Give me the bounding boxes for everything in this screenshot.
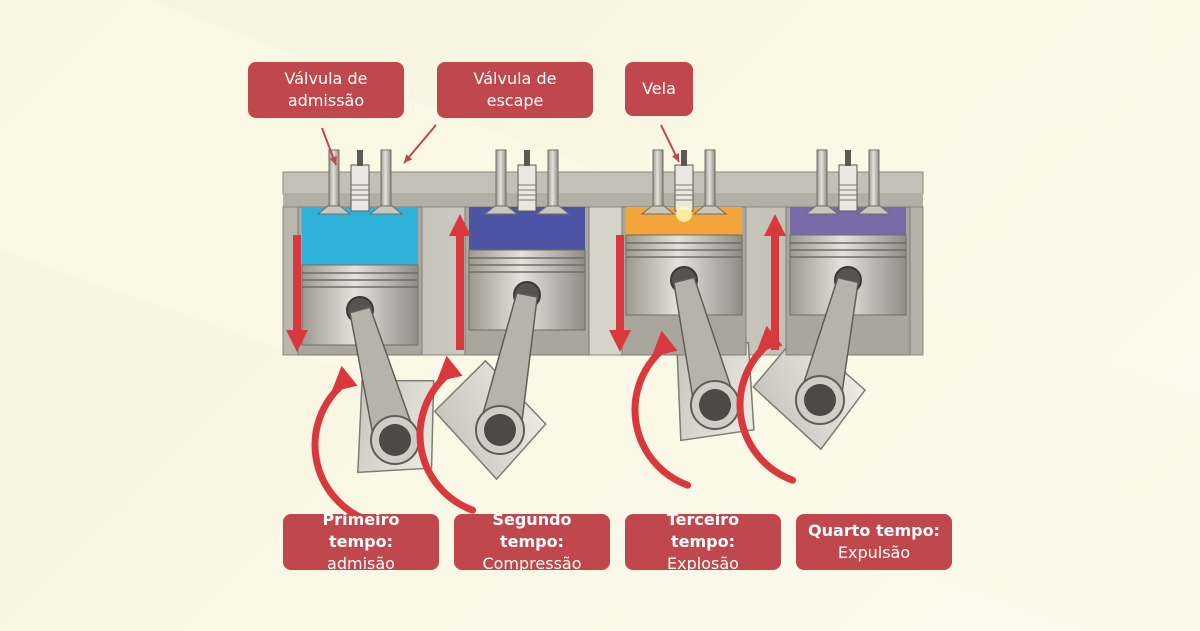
stroke-1-title: Primeiro tempo: [322,510,400,551]
arrow-up-shaft [771,232,779,350]
arrow-down-icon [609,330,631,352]
rotation-arrow [416,370,477,514]
exhaust-valve [380,149,392,211]
rotation-arrowhead-icon [331,365,358,392]
intake-valve [816,149,828,211]
spark-plug-terminal [524,150,530,166]
callout-exhaust-valve: Válvula de escape [437,62,593,118]
spark-flash [676,206,692,222]
intake-valve-head [804,205,840,215]
stroke-label-3: Terceiro tempo: Explosão [625,510,781,573]
callout-pointer-arrowhead-icon [671,153,679,162]
stroke-1-subtitle: admisão [327,554,395,573]
stroke-2-title: Segundo tempo: [492,510,572,551]
intake-valve-head [483,205,519,215]
spark-plug [674,164,694,212]
arrow-up-shaft [456,232,464,350]
stroke-3-subtitle: Explosão [667,554,739,573]
intake-valve-head [640,205,676,215]
rotation-arrowhead-icon [436,355,463,382]
stroke-4-title: Quarto tempo: [808,521,940,540]
rotation-arrow [311,380,372,524]
exhaust-valve [547,149,559,211]
stroke-4-subtitle: Expulsão [837,543,911,562]
head-gasket [283,193,923,207]
crank-journal-hole [484,414,516,446]
intake-valve [495,149,507,211]
stroke-3-title: Terceiro tempo: [666,510,740,551]
arrow-down-shaft [293,235,301,335]
arrow-down-shaft [616,235,624,335]
stroke-label-2: Segundo tempo: Compressão [454,510,610,573]
rotation-arrowhead-icon [756,325,783,352]
combustion-chamber [302,207,418,265]
exhaust-valve-head [692,205,728,215]
exhaust-valve-head [535,205,571,215]
spark-plug-terminal [845,150,851,166]
cylinder-2 [433,149,590,481]
spark-plug-terminal [681,150,687,166]
cylinder-4 [752,149,911,451]
intake-valve [652,149,664,211]
callout-spark-plug-text: Vela [642,79,676,98]
spark-plug-terminal [357,150,363,166]
exhaust-valve-head [856,205,892,215]
intake-valve-head [316,205,352,215]
rotation-arrow [736,340,797,484]
arrow-up-icon [449,214,471,236]
crank-journal-hole [804,384,836,416]
rotation-arrow [631,345,692,489]
exhaust-valve [704,149,716,211]
crank-journal-hole [699,389,731,421]
spark-plug [517,164,537,212]
callout-spark-plug: Vela [625,62,693,116]
stroke-label-1: Primeiro tempo: admisão [283,510,439,573]
callout-pointer-arrowhead-icon [329,156,337,165]
callout-pointer-line [403,124,437,164]
arrow-down-icon [286,330,308,352]
crank-journal-hole [379,424,411,456]
callout-intake-valve-text: Válvula de admissão [284,69,368,110]
cylinder-1 [297,149,435,474]
spark-plug [350,164,370,212]
callout-exhaust-valve-text: Válvula de escape [473,69,557,110]
rotation-arrowhead-icon [651,330,678,357]
callout-intake-valve: Válvula de admissão [248,62,404,118]
stroke-2-subtitle: Compressão [482,554,582,573]
stroke-label-4: Quarto tempo: Expulsão [796,514,952,570]
exhaust-valve [868,149,880,211]
spark-plug [838,164,858,212]
exhaust-valve-head [368,205,404,215]
arrow-up-icon [764,214,786,236]
callout-pointer-arrowhead-icon [404,154,413,163]
